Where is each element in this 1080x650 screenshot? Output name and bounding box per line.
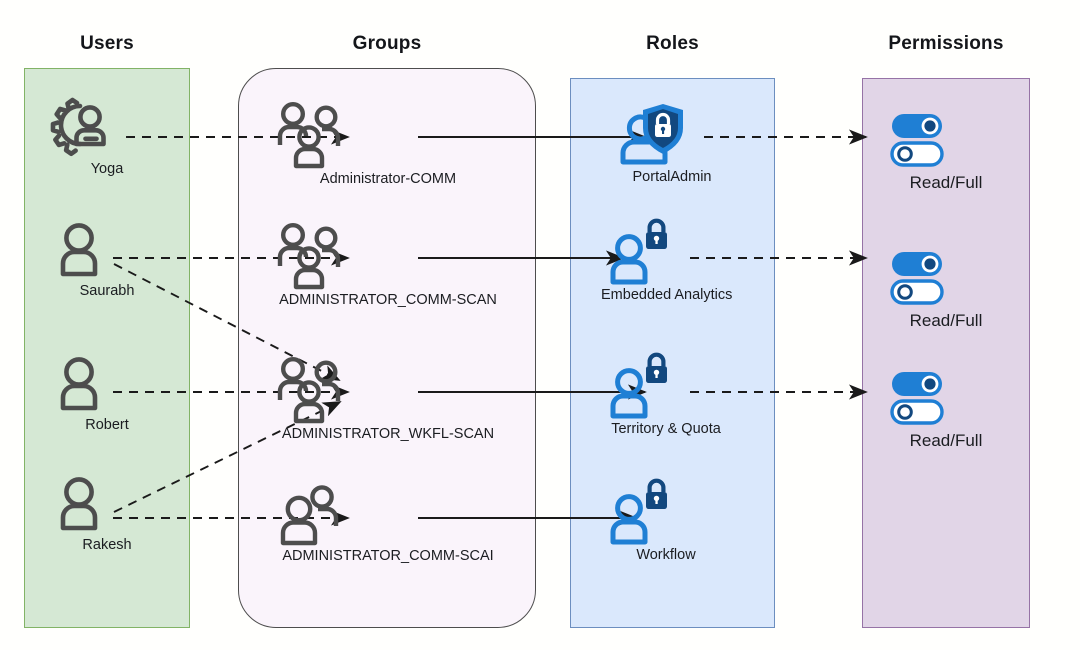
role-label: Embedded Analytics: [601, 287, 733, 303]
user-lock-icon: [601, 218, 731, 285]
role-label: Territory & Quota: [611, 421, 721, 437]
lane-permissions: [862, 78, 1030, 628]
user-label: Robert: [85, 417, 129, 433]
role-label: Workflow: [636, 547, 696, 563]
user-lock-icon: [601, 352, 731, 419]
user-group-icon: [268, 221, 508, 290]
user-icon: [47, 222, 167, 280]
permission-label: Read/Full: [909, 431, 983, 450]
node-permission-2[interactable]: Read/Full: [886, 248, 1006, 331]
column-title-permissions: Permissions: [888, 33, 1004, 54]
node-user-saurabh[interactable]: Saurabh: [47, 222, 167, 299]
user-label: Saurabh: [79, 283, 135, 299]
lane-roles: [570, 78, 775, 628]
node-group-administrator-comm[interactable]: Administrator-COMM: [268, 100, 508, 187]
user-group-icon: [268, 355, 508, 424]
group-label: ADMINISTRATOR_COMM-SCAN: [279, 292, 497, 308]
group-label: ADMINISTRATOR_WKFL-SCAN: [281, 426, 495, 442]
node-user-robert[interactable]: Robert: [47, 356, 167, 433]
user-pair-icon: [268, 483, 508, 546]
user-icon: [47, 356, 167, 414]
user-lock-icon: [601, 478, 731, 545]
node-role-portaladmin[interactable]: PortalAdmin: [607, 100, 737, 185]
column-title-users: Users: [80, 33, 134, 54]
user-shield-lock-icon: [607, 100, 737, 166]
permission-label: Read/Full: [909, 311, 983, 330]
node-role-embedded-analytics[interactable]: Embedded Analytics: [601, 218, 733, 303]
node-permission-3[interactable]: Read/Full: [886, 368, 1006, 451]
admin-user-gear-icon: [47, 96, 167, 158]
node-permission-1[interactable]: Read/Full: [886, 110, 1006, 193]
permission-label: Read/Full: [909, 173, 983, 192]
node-user-yoga[interactable]: Yoga: [47, 96, 167, 177]
user-label: Yoga: [90, 161, 124, 177]
node-group-administrator-wkfl-scan[interactable]: ADMINISTRATOR_WKFL-SCAN: [268, 355, 508, 442]
group-label: ADMINISTRATOR_COMM-SCAI: [282, 548, 494, 564]
node-role-workflow[interactable]: Workflow: [601, 478, 731, 563]
column-title-roles: Roles: [646, 33, 699, 54]
toggle-pair-icon: [886, 368, 1006, 426]
node-group-administrator-comm-scai[interactable]: ADMINISTRATOR_COMM-SCAI: [268, 483, 508, 564]
toggle-pair-icon: [886, 248, 1006, 306]
node-role-territory-quota[interactable]: Territory & Quota: [601, 352, 731, 437]
node-group-administrator-comm-scan[interactable]: ADMINISTRATOR_COMM-SCAN: [268, 221, 508, 308]
column-title-groups: Groups: [352, 33, 422, 54]
group-label: Administrator-COMM: [319, 171, 457, 187]
user-icon: [47, 476, 167, 534]
user-group-icon: [268, 100, 508, 169]
toggle-pair-icon: [886, 110, 1006, 168]
node-user-rakesh[interactable]: Rakesh: [47, 476, 167, 553]
user-label: Rakesh: [82, 537, 132, 553]
role-label: PortalAdmin: [632, 169, 712, 185]
